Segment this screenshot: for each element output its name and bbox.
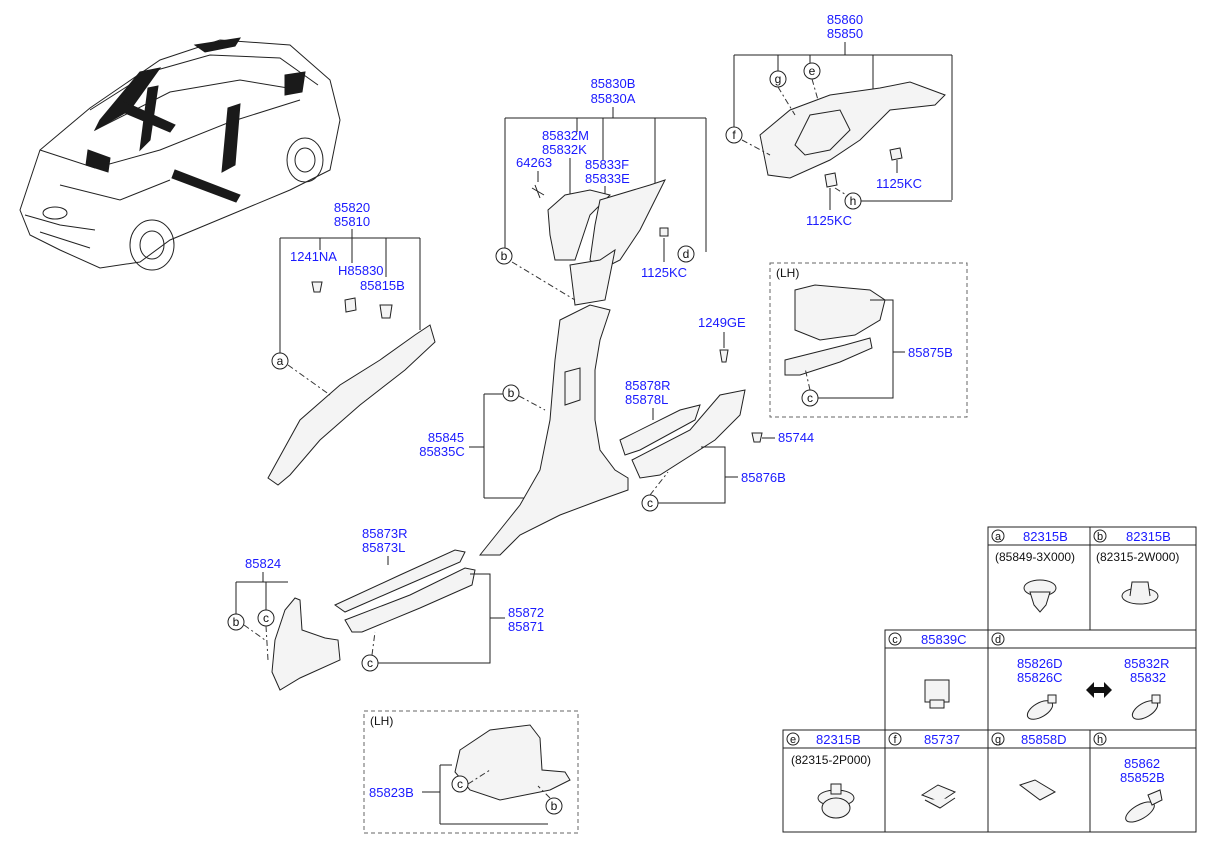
callout-b: b xyxy=(551,799,558,813)
callout-c: c xyxy=(367,656,373,670)
clip-g-image xyxy=(1018,779,1057,801)
callout-c: c xyxy=(647,496,653,510)
part-label-85845: 85845 xyxy=(428,430,464,445)
part-label-85815B: 85815B xyxy=(360,278,405,293)
c-pillar-assembly: 85860 85850 g e f h 1125KC 1125KC xyxy=(725,12,953,228)
clip-c-image xyxy=(924,679,950,709)
table-code-f: 85737 xyxy=(924,732,960,747)
callout-g: g xyxy=(775,72,782,86)
callout-f: f xyxy=(732,128,736,142)
table-code-d-4: 85832 xyxy=(1130,670,1166,685)
table-code-d-1: 85826D xyxy=(1017,656,1063,671)
part-label-85833F: 85833F xyxy=(585,157,629,172)
table-key-a: a xyxy=(995,531,1002,543)
table-key-e: e xyxy=(790,734,796,746)
kick-panel-85824: 85824 b c xyxy=(227,556,341,691)
part-label-85878L: 85878L xyxy=(625,392,668,407)
clip-e-image xyxy=(817,783,855,819)
part-label-85871: 85871 xyxy=(508,619,544,634)
part-label-85873R: 85873R xyxy=(362,526,408,541)
part-label-85878R: 85878R xyxy=(625,378,671,393)
table-code-h-2: 85852B xyxy=(1120,770,1165,785)
callout-c: c xyxy=(457,777,463,791)
part-label-85832K: 85832K xyxy=(542,142,587,157)
callout-b: b xyxy=(508,386,515,400)
clip-b-image xyxy=(1121,581,1159,605)
table-code-g: 85858D xyxy=(1021,732,1067,747)
vehicle-illustration xyxy=(19,37,341,271)
table-key-d: d xyxy=(995,634,1001,646)
table-sub-a: (85849-3X000) xyxy=(995,550,1075,564)
b-pillar-upper-assembly: 85830B 85830A 85832M 85832K 64263 85833F… xyxy=(495,76,707,306)
part-label-85832M: 85832M xyxy=(542,128,589,143)
table-code-c: 85839C xyxy=(921,632,967,647)
part-label-64263: 64263 xyxy=(516,155,552,170)
front-sill-assembly: 85873R 85873L 85872 85871 c xyxy=(334,526,544,672)
part-label-85824: 85824 xyxy=(245,556,281,571)
callout-c: c xyxy=(807,391,813,405)
table-sub-b: (82315-2W000) xyxy=(1096,550,1179,564)
lh-label: (LH) xyxy=(370,714,393,728)
table-key-f: f xyxy=(893,734,897,746)
table-key-h: h xyxy=(1097,734,1103,746)
part-label-1125KC: 1125KC xyxy=(876,176,922,191)
callout-d: d xyxy=(683,247,690,261)
table-key-g: g xyxy=(995,734,1001,746)
lh-box-85823B: (LH) 85823B c b xyxy=(363,710,579,834)
table-key-c: c xyxy=(892,634,898,646)
part-label-1125KC: 1125KC xyxy=(806,213,852,228)
lh-box-85875B: (LH) 85875B c xyxy=(769,262,968,418)
lh-label: (LH) xyxy=(776,266,799,280)
clip-h-image xyxy=(1125,789,1163,823)
part-label-85810: 85810 xyxy=(334,214,370,229)
clip-d-left-image xyxy=(1026,694,1057,720)
part-label-85830A: 85830A xyxy=(591,91,636,106)
fastener-table: a 82315B b 82315B (85849-3X000) (82315-2… xyxy=(782,526,1197,833)
part-label-85830B: 85830B xyxy=(591,76,636,91)
clip-f-image xyxy=(920,784,957,809)
a-pillar-assembly: 85820 85810 1241NA H85830 85815B a xyxy=(267,200,436,486)
table-code-h-1: 85862 xyxy=(1124,756,1160,771)
part-label-85744: 85744 xyxy=(778,430,814,445)
part-label-1241NA: 1241NA xyxy=(290,249,337,264)
callout-a: a xyxy=(277,354,284,368)
table-code-d-3: 85832R xyxy=(1124,656,1170,671)
callout-h: h xyxy=(850,194,857,208)
callout-c: c xyxy=(263,611,269,625)
part-label-85835C: 85835C xyxy=(419,444,465,459)
callout-e: e xyxy=(809,64,816,78)
interchange-arrow-icon xyxy=(1086,682,1112,698)
part-label-H85830: H85830 xyxy=(338,263,384,278)
table-code-e: 82315B xyxy=(816,732,861,747)
part-label-85876B: 85876B xyxy=(741,470,786,485)
table-key-b: b xyxy=(1097,531,1103,543)
b-pillar-lower-assembly: 85845 85835C b xyxy=(419,304,629,556)
part-label-85873L: 85873L xyxy=(362,540,405,555)
part-label-85872: 85872 xyxy=(508,605,544,620)
part-label-1125KC: 1125KC xyxy=(641,265,687,280)
callout-b: b xyxy=(233,615,240,629)
part-label-85860: 85860 xyxy=(827,12,863,27)
part-label-85823B: 85823B xyxy=(369,785,414,800)
part-label-1249GE: 1249GE xyxy=(698,315,746,330)
table-code-a: 82315B xyxy=(1023,529,1068,544)
callout-b: b xyxy=(501,249,508,263)
table-sub-e: (82315-2P000) xyxy=(791,753,871,767)
part-label-85833E: 85833E xyxy=(585,171,630,186)
clip-d-right-image xyxy=(1131,694,1161,720)
clip-a-image xyxy=(1023,579,1057,613)
table-code-d-2: 85826C xyxy=(1017,670,1063,685)
rear-sill-assembly: 1249GE 85878R 85878L 85744 85876B c xyxy=(619,315,814,512)
part-label-85850: 85850 xyxy=(827,26,863,41)
part-label-85820: 85820 xyxy=(334,200,370,215)
part-label-85875B: 85875B xyxy=(908,345,953,360)
table-code-b: 82315B xyxy=(1126,529,1171,544)
